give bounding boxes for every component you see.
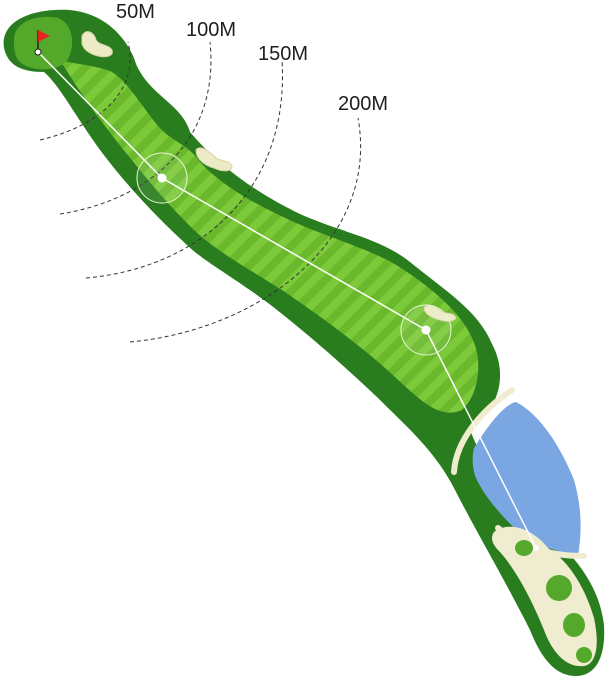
flag-icon [34, 30, 50, 56]
tee-box-1 [515, 540, 533, 556]
distance-arcs [39, 41, 362, 343]
fairway [60, 60, 479, 413]
distance-label-200m: 200M [338, 93, 388, 115]
putting-green [14, 16, 73, 70]
arc-100m [59, 41, 212, 215]
water-hazard [472, 402, 581, 556]
tee-box-3 [563, 613, 585, 637]
bunker-green-side [81, 31, 113, 58]
distance-label-100m: 100M [186, 19, 236, 41]
landing-point-1 [157, 173, 167, 183]
cart-path [451, 387, 515, 475]
tee-point [533, 545, 539, 551]
arc-200m [129, 117, 362, 343]
arc-50m [39, 41, 131, 141]
arc-150m [85, 59, 283, 279]
shot-path-line [37, 51, 537, 549]
tee-box-2 [546, 575, 572, 601]
distance-label-50m: 50M [116, 1, 155, 23]
bunker-fairway-1 [195, 147, 233, 172]
distance-label-150m: 150M [258, 43, 308, 65]
tee-box-4 [576, 647, 592, 663]
landing-point-2 [421, 325, 431, 335]
